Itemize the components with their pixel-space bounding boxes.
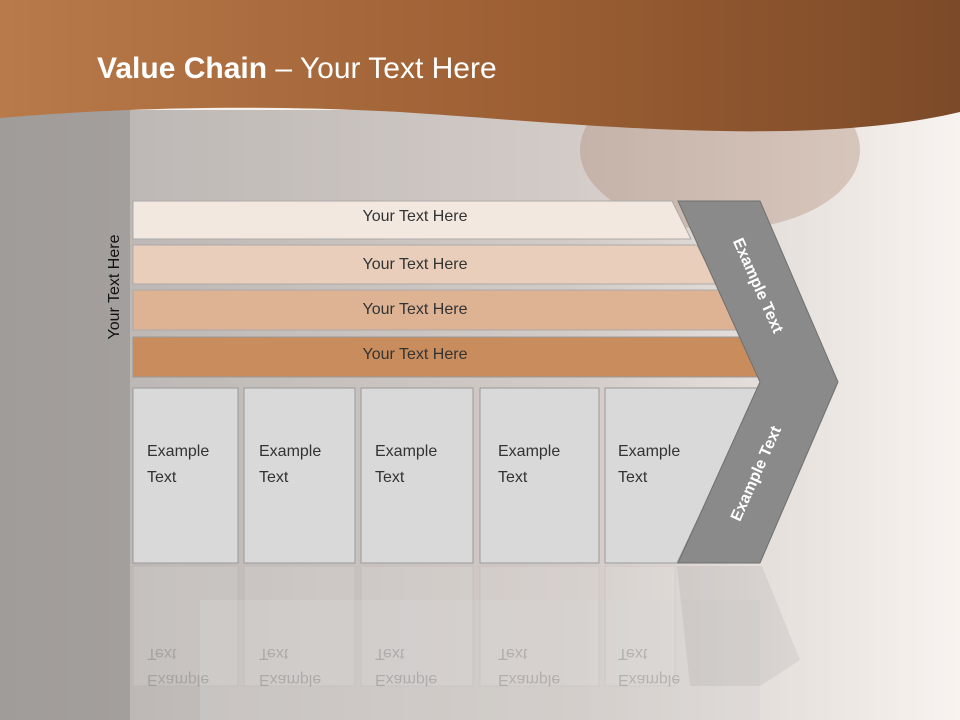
row-label-2: Your Text Here — [362, 256, 468, 273]
activity-box-2-line2: Text — [259, 469, 289, 486]
reflection-group — [132, 565, 800, 687]
activity-box-1-line1: Example — [147, 443, 210, 460]
activity-box-3-line1: Example — [375, 443, 438, 460]
activity-box-2-line1: Example — [259, 443, 322, 460]
activity-box-4 — [479, 387, 600, 564]
row-label-3: Your Text Here — [362, 301, 468, 318]
activity-box-3-line2: Text — [375, 469, 405, 486]
activity-box-5-line2: Text — [618, 469, 648, 486]
row-label-1: Your Text Here — [362, 208, 468, 225]
activity-box-2 — [243, 387, 356, 564]
header-band — [0, 0, 960, 132]
photo-keyboard-area — [200, 600, 760, 720]
activity-box-1 — [132, 387, 239, 564]
row-bar-1 — [132, 200, 692, 240]
activity-box-3 — [360, 387, 474, 564]
activity-box-4-line1: Example — [498, 443, 561, 460]
title-rest: – Your Text Here — [267, 52, 497, 85]
margin-chevron — [677, 200, 839, 564]
row-label-4: Your Text Here — [362, 346, 468, 363]
activity-box-4-line2: Text — [498, 469, 528, 486]
title-bold: Value Chain — [97, 52, 268, 85]
slide-title: Value Chain – Your Text Here — [97, 52, 497, 86]
photo-dark-area — [0, 110, 130, 720]
activity-box-5 — [604, 387, 761, 564]
activity-box-1-line2: Text — [147, 469, 177, 486]
activity-box-5-line1: Example — [618, 443, 681, 460]
